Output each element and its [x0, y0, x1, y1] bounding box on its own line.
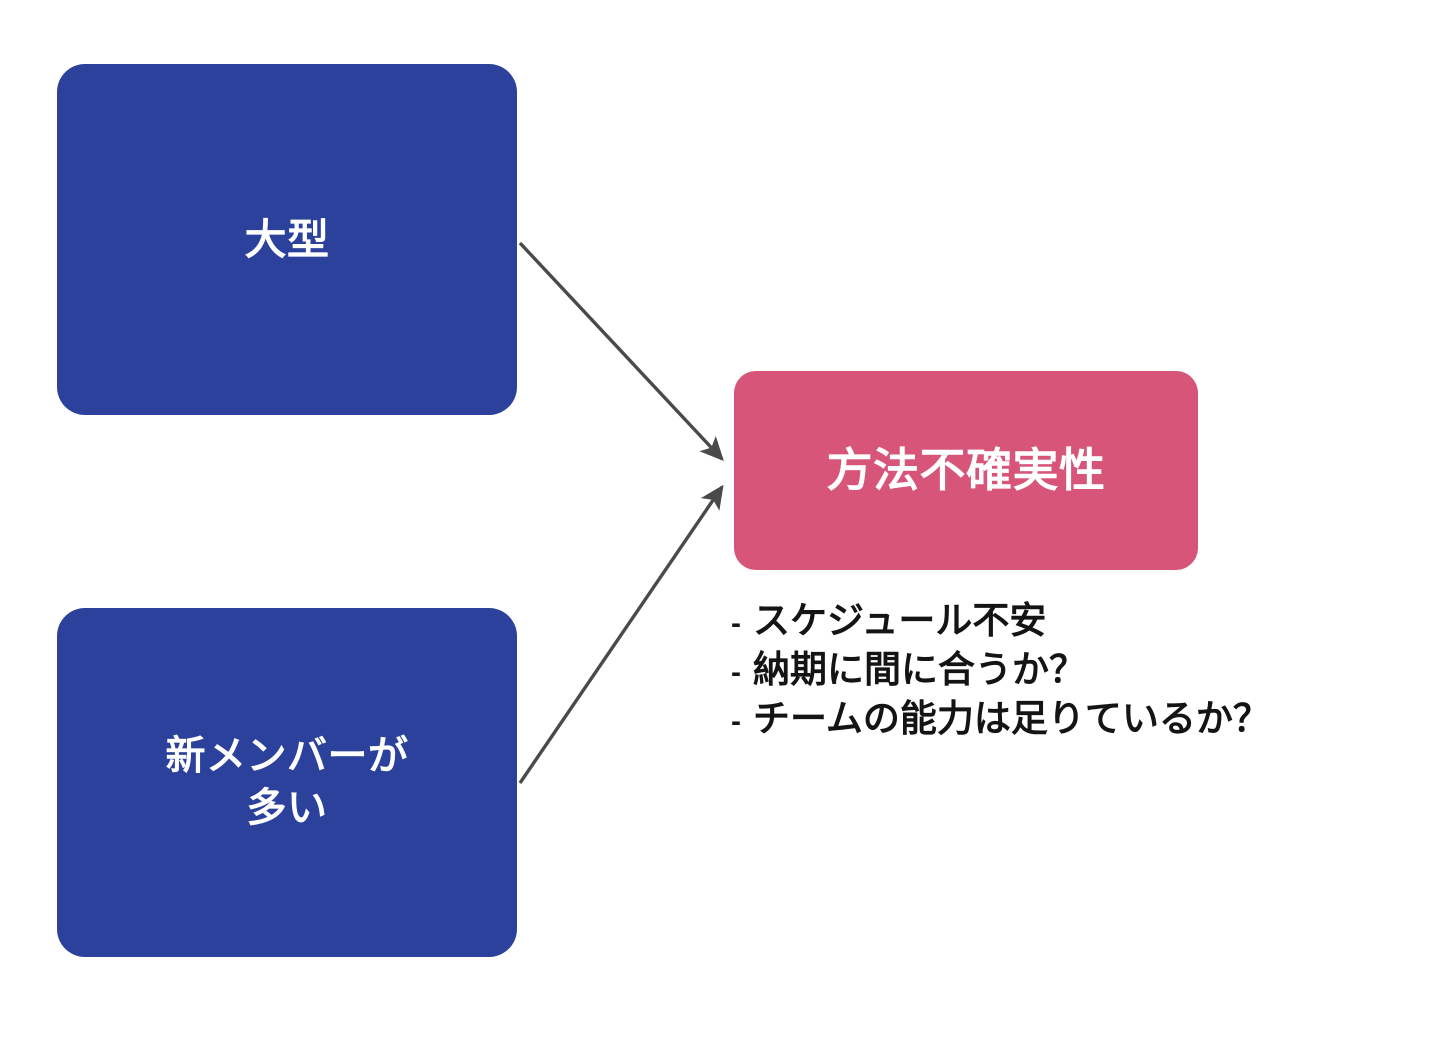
node-cause-large-scale[interactable]: 大型 — [57, 64, 517, 415]
bullet-dash-icon: - — [731, 656, 741, 689]
edge-cause1-to-effect — [518, 241, 724, 461]
bullet-dash-icon: - — [731, 607, 741, 640]
note-item-1-text: スケジュール不安 — [753, 600, 1047, 641]
note-item-3-text: チームの能力は足りているか？ — [753, 698, 1270, 739]
node-cause-large-scale-label: 大型 — [244, 215, 330, 263]
note-item-1: - スケジュール不安 — [731, 598, 1371, 647]
node-effect-method-uncertainty[interactable]: 方法不確実性 — [734, 371, 1198, 570]
bullet-dash-icon: - — [731, 705, 741, 738]
node-effect-method-uncertainty-label: 方法不確実性 — [826, 444, 1106, 497]
note-item-2: - 納期に間に合うか？ — [731, 647, 1371, 696]
note-item-3: - チームの能力は足りているか？ — [731, 696, 1371, 745]
edge-cause2-to-effect — [518, 484, 724, 784]
node-cause-many-new-members[interactable]: 新メンバーが 多い — [57, 608, 517, 957]
note-item-2-text: 納期に間に合うか？ — [753, 649, 1086, 690]
notes-list: - スケジュール不安 - 納期に間に合うか？ - チームの能力は足りているか？ — [731, 598, 1371, 745]
node-cause-many-new-members-label: 新メンバーが 多い — [165, 734, 409, 830]
